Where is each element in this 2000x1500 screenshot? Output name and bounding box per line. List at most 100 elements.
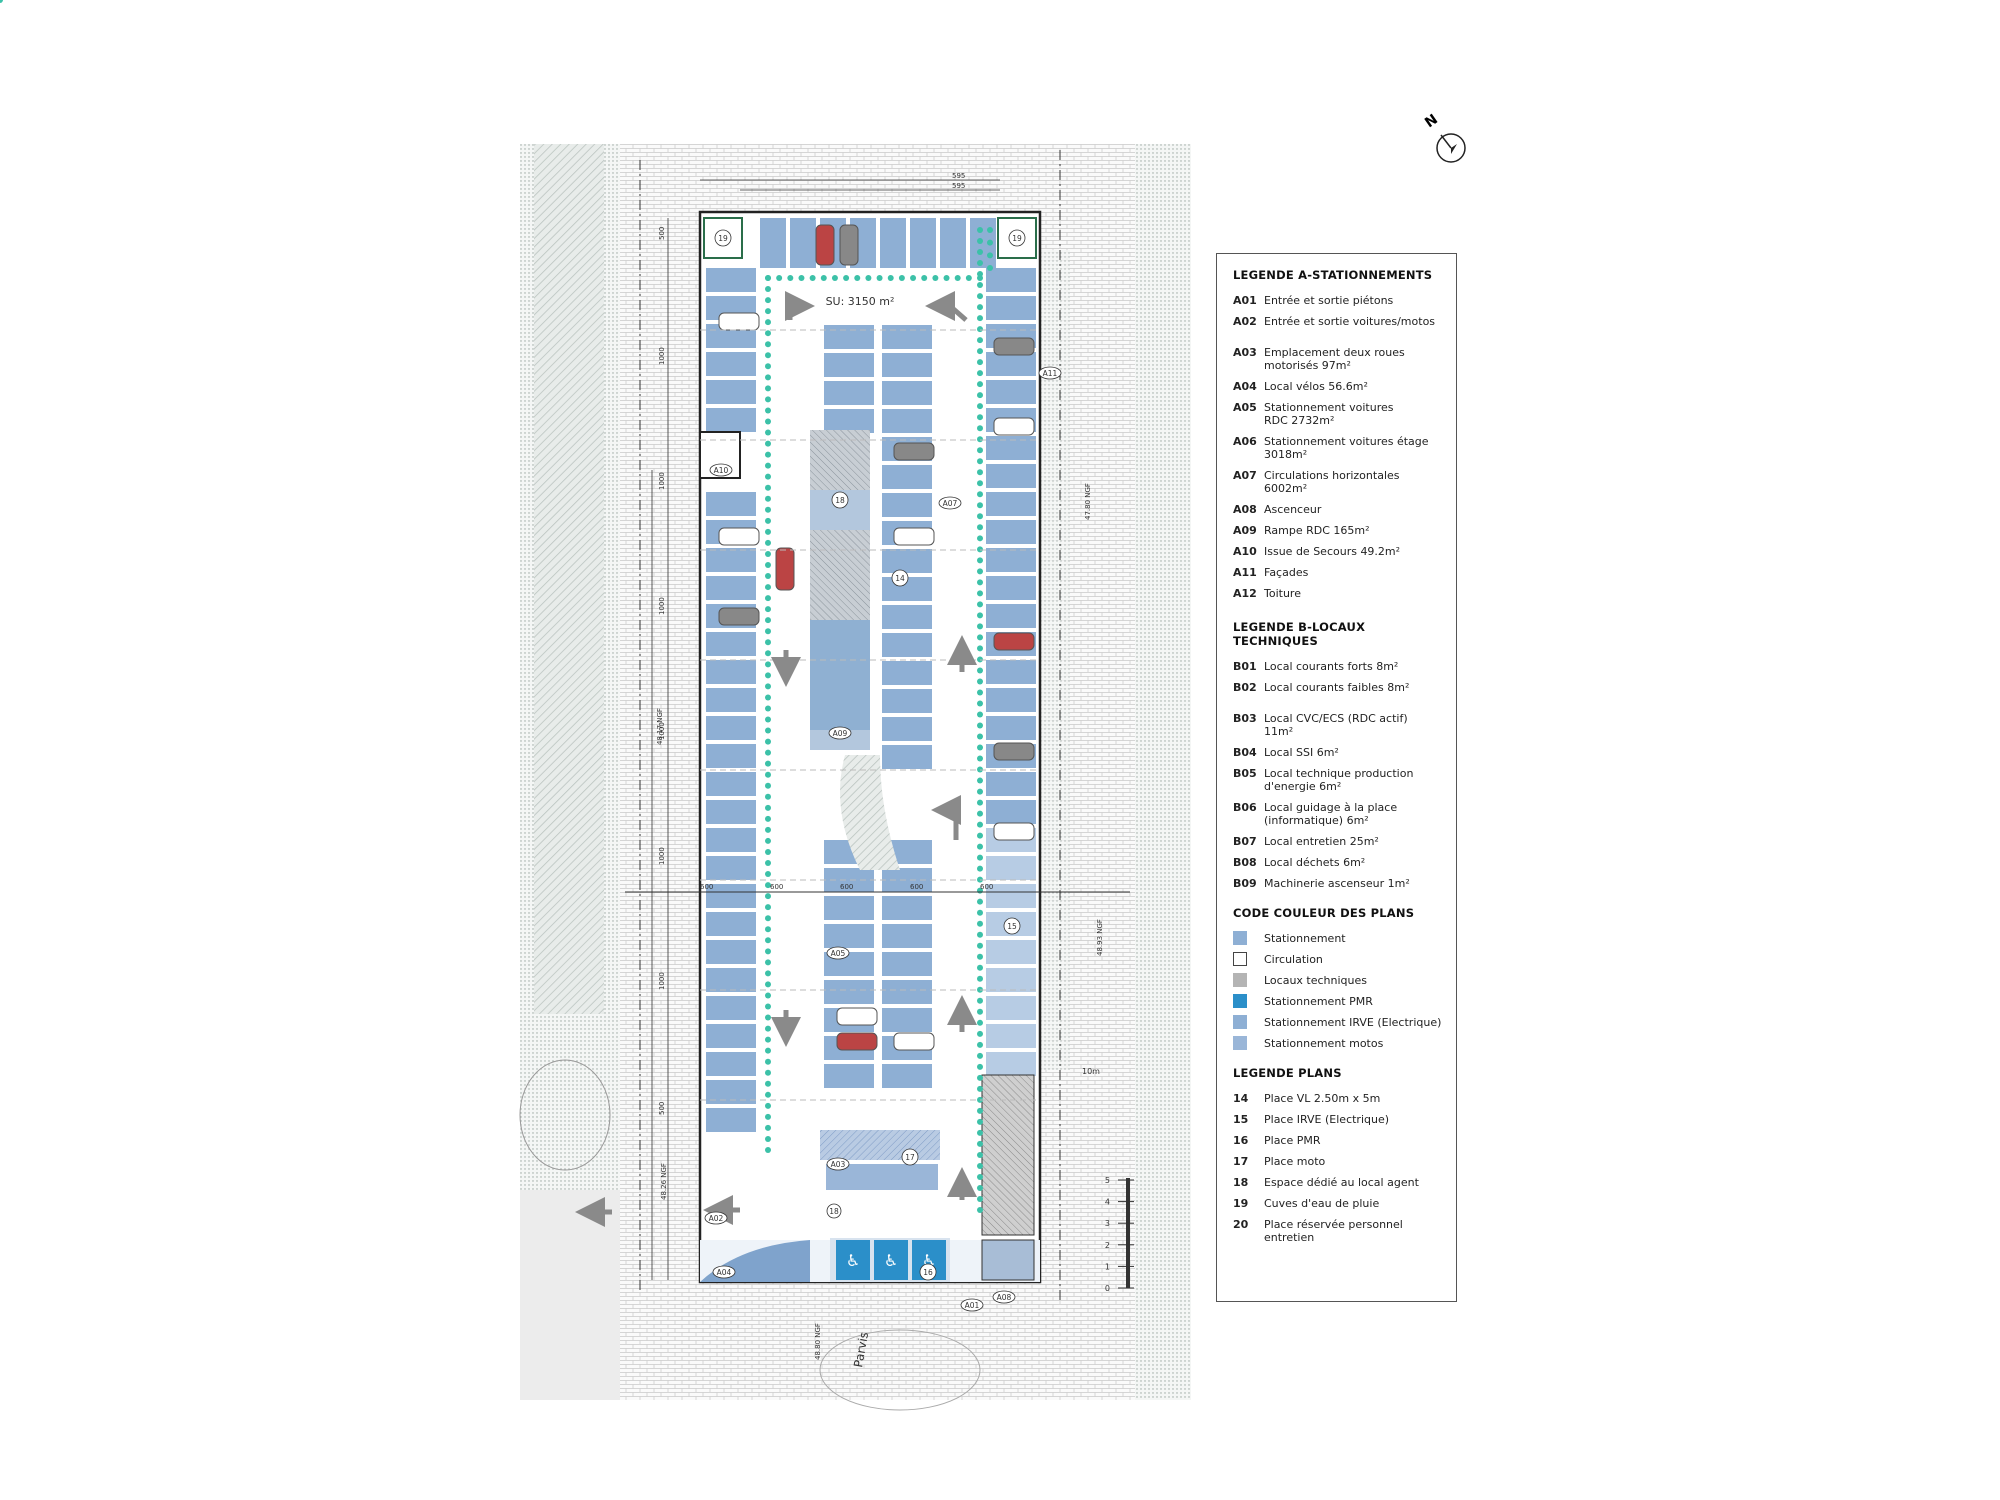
parking-stall xyxy=(986,296,1036,320)
parking-floor-plan: ♿ ♿ ♿ 19 19 A10 xyxy=(0,0,1191,1411)
path-dot xyxy=(765,683,771,690)
parking-stall xyxy=(706,800,756,824)
path-dot xyxy=(765,1003,771,1010)
path-dot xyxy=(765,826,771,833)
path-dot xyxy=(977,249,983,256)
local-agent-space xyxy=(810,430,870,490)
moto-zone-a03 xyxy=(820,1130,940,1160)
path-dot xyxy=(977,843,983,850)
path-dot xyxy=(765,385,771,392)
path-dot xyxy=(977,535,983,542)
path-dot xyxy=(765,595,771,602)
parking-stall xyxy=(706,660,756,684)
path-dot xyxy=(765,286,771,293)
parking-stall xyxy=(986,800,1036,824)
path-dot xyxy=(977,799,983,806)
legend-label: Local CVC/ECS (RDC actif) 11m² xyxy=(1264,712,1408,738)
scale-tick-label: 1 xyxy=(1105,1262,1110,1271)
path-dot xyxy=(977,898,983,905)
legend-title-d: LEGENDE PLANS xyxy=(1233,1066,1342,1080)
path-dot xyxy=(977,524,983,531)
legend-code: B02 xyxy=(1233,681,1257,694)
parking-stall xyxy=(882,549,932,573)
parking-stall xyxy=(790,218,816,268)
tag-17: 17 xyxy=(901,1148,919,1166)
path-dot xyxy=(977,689,983,696)
path-dot xyxy=(765,948,771,955)
right-landscape-bed xyxy=(1040,250,1070,1070)
parking-stall xyxy=(940,218,966,268)
tag-a09: A09 xyxy=(828,726,852,740)
path-dot xyxy=(977,1195,983,1202)
car-icon xyxy=(993,632,1035,651)
tag-19-left: 19 xyxy=(714,229,732,247)
irve-stall xyxy=(986,940,1036,964)
tag-label: A05 xyxy=(831,949,846,958)
path-dot xyxy=(765,495,771,502)
legend-label: Place moto xyxy=(1264,1155,1326,1168)
path-dot xyxy=(765,352,771,359)
legend-code: B08 xyxy=(1233,856,1257,869)
parking-stall xyxy=(910,218,936,268)
tag-16: 16 xyxy=(919,1263,937,1281)
parking-stall xyxy=(882,381,932,405)
legend-code: B05 xyxy=(1233,767,1257,780)
legend-swatch xyxy=(1233,931,1247,945)
path-dot xyxy=(843,275,850,281)
level-right-mid: 48.93 NGF xyxy=(1096,919,1104,956)
parking-stall xyxy=(986,604,1036,628)
path-dot xyxy=(765,893,771,900)
path-dot xyxy=(977,359,983,366)
path-dot xyxy=(977,810,983,817)
path-dot xyxy=(977,469,983,476)
legend-label: Local guidage à la place (informatique) … xyxy=(1264,801,1398,827)
path-dot xyxy=(765,1036,771,1043)
irve-stall xyxy=(986,884,1036,908)
parking-stall xyxy=(706,996,756,1020)
dimension-label: 1000 xyxy=(658,847,666,865)
dimension-label: 500 xyxy=(658,227,666,240)
path-dot xyxy=(765,539,771,546)
legend-code: 20 xyxy=(1233,1218,1249,1231)
path-dot xyxy=(765,275,771,281)
path-dot xyxy=(977,832,983,839)
parking-stall xyxy=(882,353,932,377)
parking-stall xyxy=(706,968,756,992)
parking-stall xyxy=(986,268,1036,292)
path-dot xyxy=(765,1091,771,1098)
car-icon xyxy=(893,1032,935,1051)
road-left-bottom xyxy=(520,1190,620,1400)
legend-swatch xyxy=(1233,1036,1247,1050)
path-dot xyxy=(798,275,805,281)
traffic-arrows xyxy=(575,291,977,1227)
path-dot xyxy=(765,760,771,767)
legend-code: A07 xyxy=(1233,469,1257,482)
scale-tick-label: 2 xyxy=(1105,1241,1110,1250)
legend-code: A12 xyxy=(1233,587,1257,600)
path-dot xyxy=(977,315,983,322)
legend-swatch xyxy=(1233,952,1247,966)
dimension-label: 1000 xyxy=(658,347,666,365)
car-icon xyxy=(718,312,760,331)
parking-stall xyxy=(706,716,756,740)
path-dot xyxy=(765,837,771,844)
legend-swatch xyxy=(1233,973,1247,987)
path-dot xyxy=(977,1019,983,1026)
parking-stall xyxy=(986,548,1036,572)
left-parking-row xyxy=(706,268,756,1132)
parking-stall xyxy=(986,520,1036,544)
path-dot xyxy=(977,953,983,960)
dimension-lines xyxy=(651,179,1000,1280)
ramp-access-hatch xyxy=(840,755,900,870)
parking-stall xyxy=(986,352,1036,376)
tag-label: 18 xyxy=(835,496,845,505)
path-dot xyxy=(765,451,771,458)
